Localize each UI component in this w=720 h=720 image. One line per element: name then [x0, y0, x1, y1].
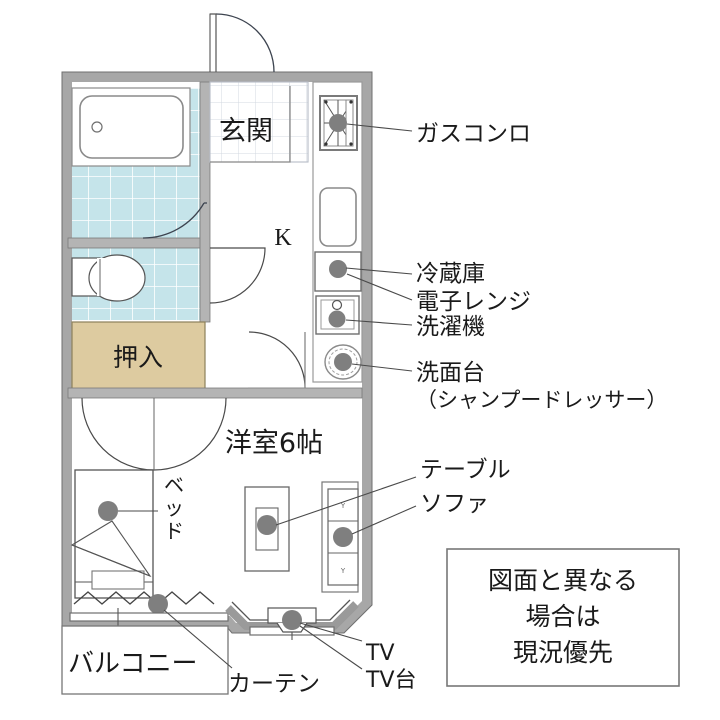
tv-stand-icon [267, 607, 317, 633]
tv-label: TV [365, 641, 395, 666]
front-door-swing-icon [209, 13, 275, 73]
room-closet-door-swing-icon [81, 397, 227, 471]
kitchen-door-swing-upper-icon [209, 247, 266, 304]
bed-label-char-0: ベ [164, 473, 184, 497]
refrigerator-label: 冷蔵庫 [416, 261, 485, 287]
tv-stand-label: TV台 [365, 668, 417, 693]
annotation-layer: ガスコンロ 冷蔵庫 電子レンジ 洗濯機 洗面台 （シャンプードレッサー） テーブ… [163, 121, 667, 697]
washer-marker-dot [328, 310, 346, 328]
bath-toilet-divider-wall [67, 237, 210, 249]
toilet-icon [71, 254, 146, 302]
washer-leader-line [345, 319, 413, 326]
microwave-label: 電子レンジ [416, 289, 531, 315]
closet-label: 押入 [113, 343, 163, 372]
curtain-marker-dot [148, 594, 168, 614]
kitchen-label: K [274, 225, 292, 251]
vanity-leader-line [351, 363, 413, 372]
gas-stove-label: ガスコンロ [416, 121, 531, 147]
gas-stove-icon [319, 95, 358, 151]
tv-stand-leader-line [299, 625, 363, 670]
kitchen-sink-icon [319, 187, 357, 247]
note-line-3: 現況優先 [513, 638, 613, 667]
entrance-step-line [210, 86, 291, 163]
vanity-sublabel: （シャンプードレッサー） [416, 388, 667, 412]
table-label: テーブル [420, 457, 511, 483]
note-line-1: 図面と異なる [488, 566, 638, 595]
tv-leader-line [299, 622, 363, 642]
sofa-arm-right-icon: Y [340, 567, 346, 575]
vanity-label: 洗面台 [416, 360, 485, 386]
table-leader-line [275, 476, 417, 526]
microwave-leader-line [346, 273, 413, 301]
wet-area-right-wall [199, 81, 211, 323]
gas-stove-leader-line [346, 123, 413, 132]
bathroom-door-swing-icon [142, 202, 207, 239]
vanity-marker-dot [334, 353, 352, 371]
balcony-label: バルコニー [68, 649, 197, 679]
refrigerator-microwave-unit [314, 251, 362, 292]
entrance-tile-floor [210, 82, 308, 162]
balcony-sliding-window [69, 608, 229, 626]
balcony-outline [61, 625, 229, 695]
closet-oshiire: 押入 [71, 321, 206, 391]
entrance-label: 玄関 [219, 116, 273, 147]
bed-annotation-label: ベ ッ ド [164, 473, 184, 543]
gas-stove-marker-dot [329, 114, 347, 132]
washer-label: 洗濯機 [416, 314, 485, 340]
kitchen: K [209, 81, 363, 389]
bed-icon [70, 469, 154, 599]
vanity-shampoo-dresser-icon [324, 344, 362, 380]
note-line-2: 場合は [525, 602, 600, 631]
curtain-label: カーテン [228, 671, 320, 697]
disclaimer-note-box: 図面と異なる 場合は 現況優先 [446, 548, 680, 687]
entrance-hall: 玄関 [209, 13, 309, 163]
curtain-leader-line [163, 609, 233, 669]
balcony: バルコニー [61, 625, 229, 695]
note-box-frame [446, 548, 680, 687]
table-marker-dot [257, 515, 277, 535]
refrigerator-leader-line [345, 267, 413, 275]
bed-label-char-2: ド [164, 519, 184, 543]
tv-marker-dot [282, 610, 302, 630]
sofa-leader-line [351, 505, 417, 535]
closet-bottom-wall [67, 387, 363, 399]
closet-fill [71, 321, 206, 391]
refrigerator-marker-dot [329, 260, 347, 278]
bed-label-char-1: ッ [164, 496, 184, 520]
curtain-wave-icon [73, 591, 215, 614]
sofa-label: ソファ [420, 491, 489, 517]
table-icon [244, 486, 290, 572]
western-room-6-jo: 洋室6帖 ベ ッ ド [69, 397, 359, 640]
bed-marker-dot [98, 501, 118, 521]
kitchen-door-leaf [248, 332, 306, 389]
sofa-marker-dot [333, 527, 353, 547]
main-room-label: 洋室6帖 [225, 428, 323, 459]
bathtub-icon [71, 87, 191, 167]
wet-area-group [67, 81, 211, 323]
washing-machine-icon [315, 295, 360, 335]
sofa-arm-left-icon: Y [340, 502, 346, 510]
